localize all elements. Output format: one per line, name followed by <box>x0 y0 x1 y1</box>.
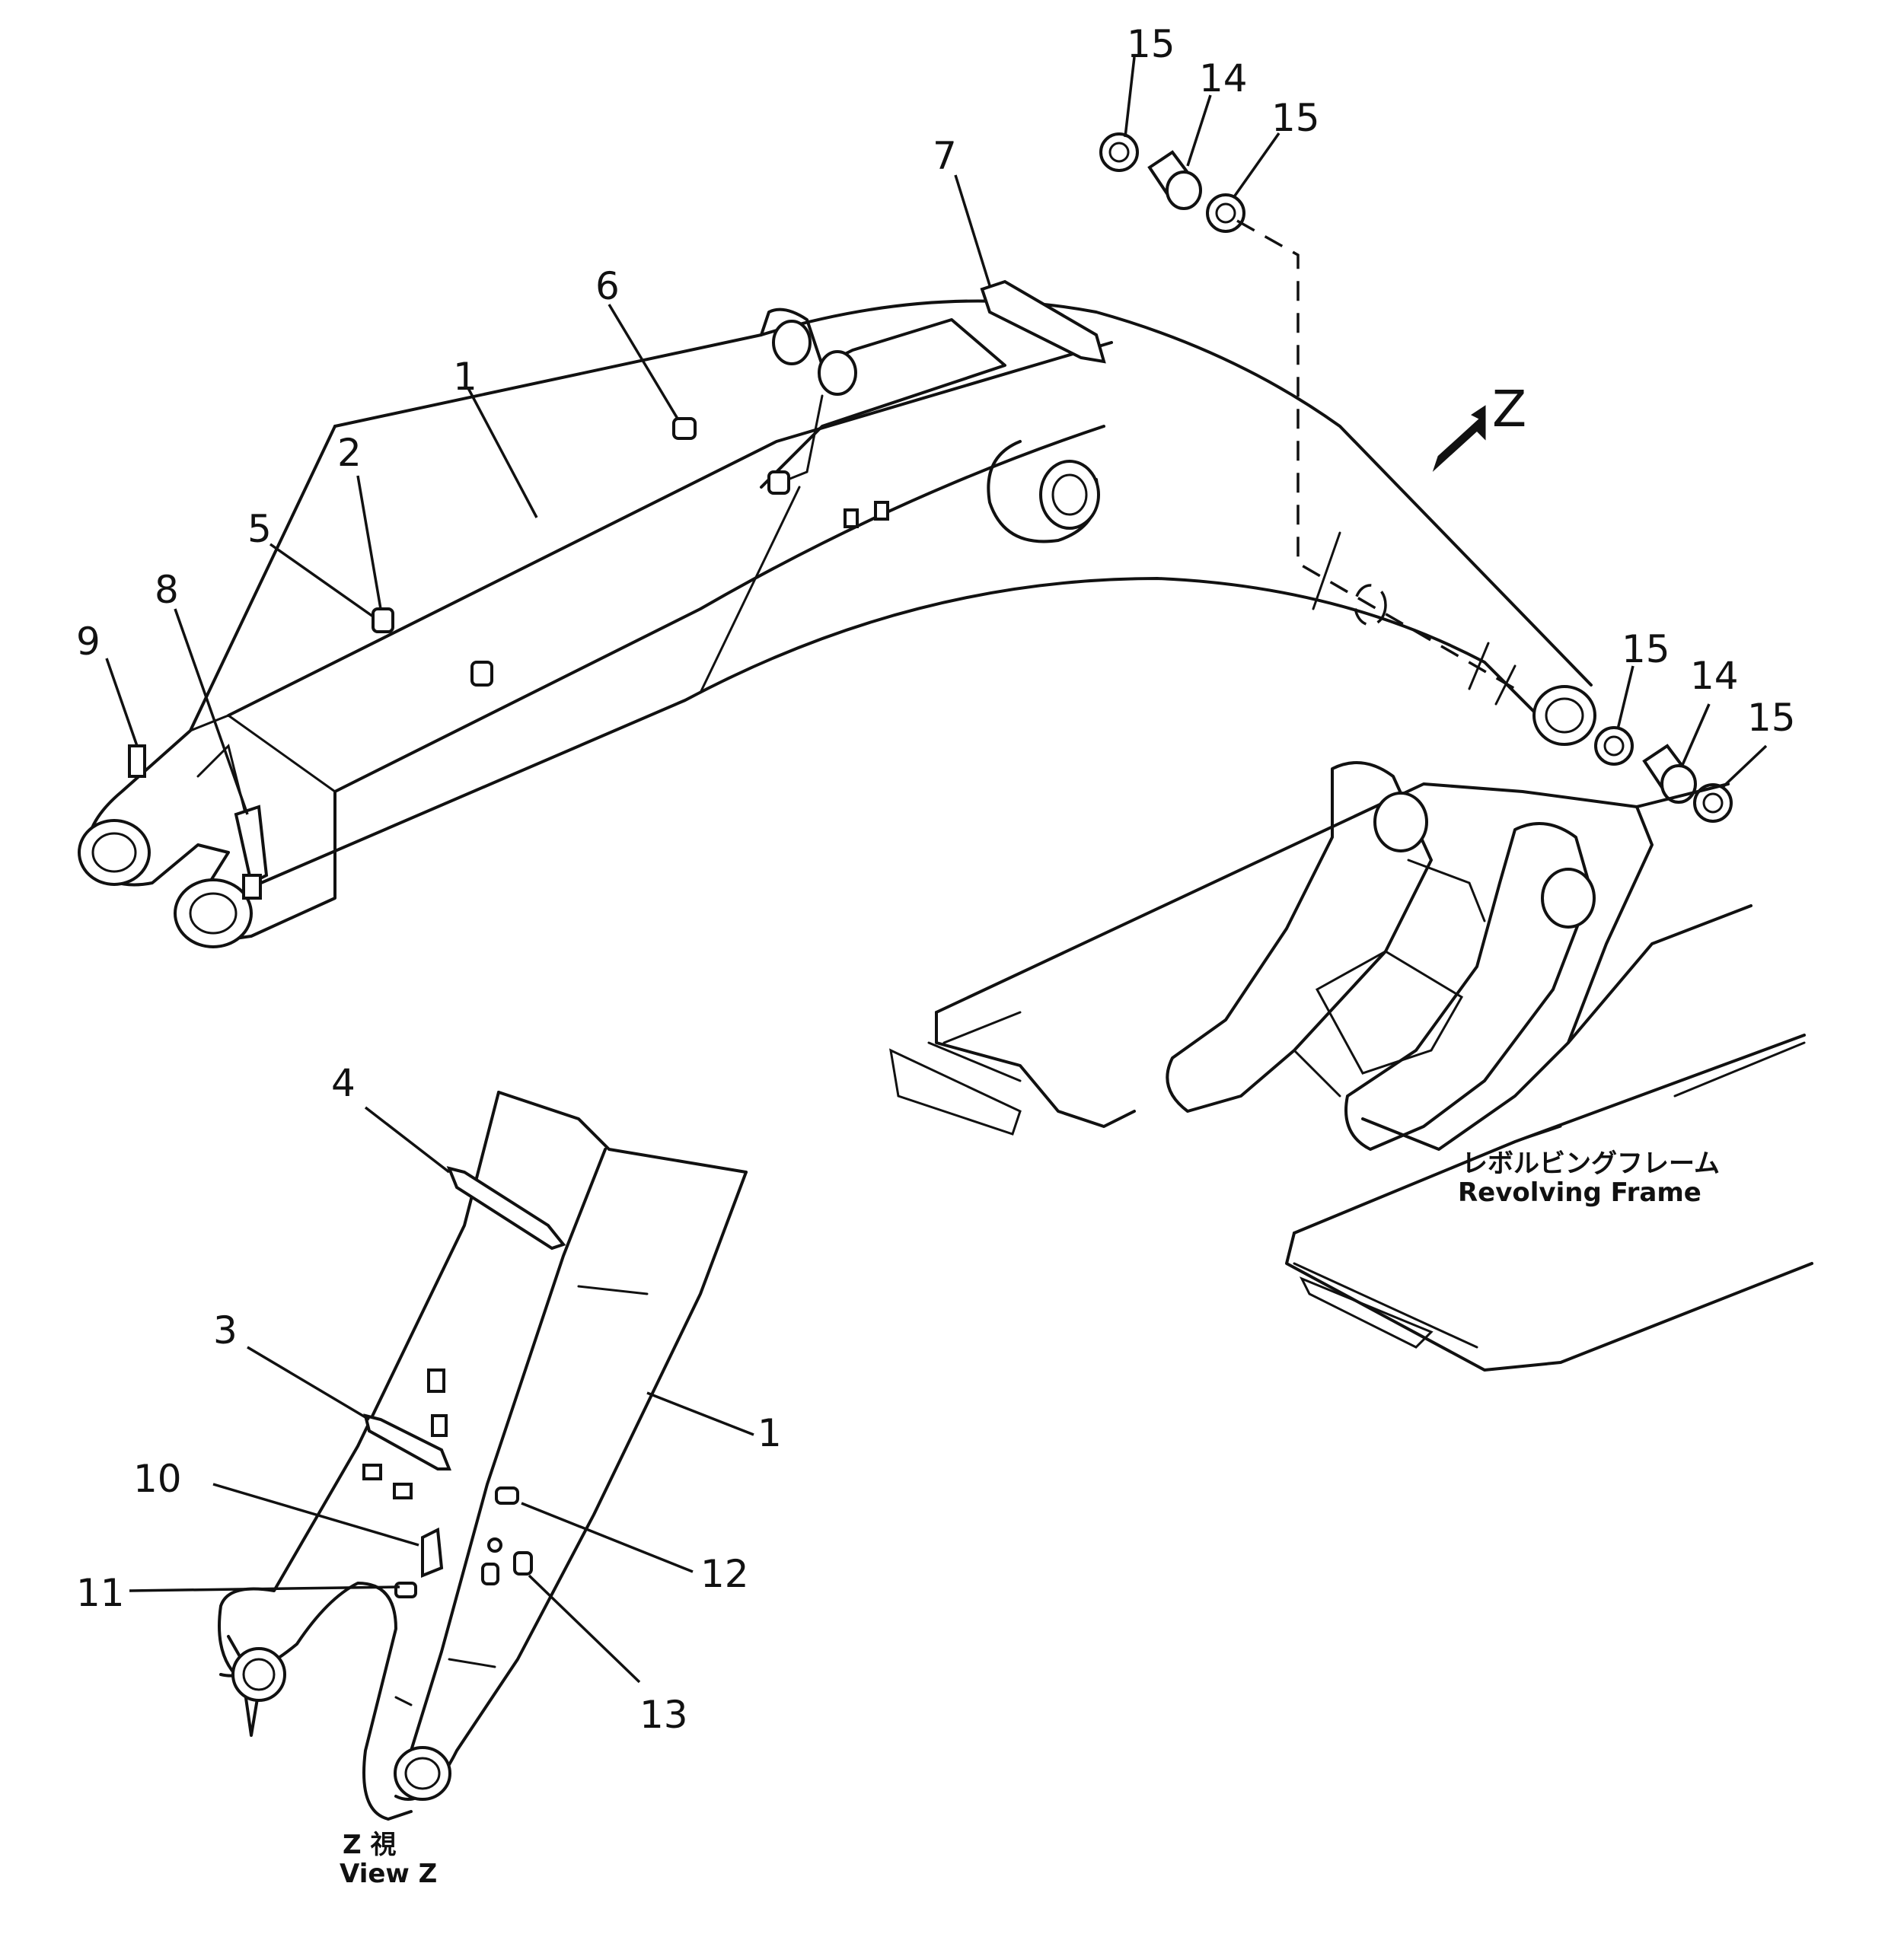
callout-13: 13 <box>639 1693 688 1737</box>
callout-14-bottom: 14 <box>1690 654 1739 698</box>
callout-5: 5 <box>247 507 272 551</box>
callout-11: 11 <box>76 1571 125 1615</box>
callout-15-top-right: 15 <box>1271 96 1320 140</box>
callout-numbers: 1 2 5 6 7 8 9 15 14 15 15 14 15 4 3 1 10… <box>76 22 1796 1737</box>
callout-7: 7 <box>933 134 957 178</box>
boom-main <box>78 279 1596 948</box>
callout-15-bottom-right: 15 <box>1747 696 1796 740</box>
leader-lines <box>105 56 1768 1684</box>
callout-10: 10 <box>133 1457 182 1501</box>
revolving-frame: レボルビングフレーム Revolving Frame <box>889 761 1813 1372</box>
view-z-caption-en: View Z <box>340 1859 437 1889</box>
bushing-set-top <box>1099 132 1245 233</box>
callout-1: 1 <box>453 355 477 399</box>
callout-9: 9 <box>76 620 100 664</box>
callout-6: 6 <box>595 264 620 308</box>
callout-15-bottom-left: 15 <box>1622 627 1670 671</box>
callout-8: 8 <box>155 568 179 612</box>
callout-14-top: 14 <box>1199 56 1248 100</box>
view-z-arrow: Z <box>1432 380 1526 472</box>
callout-3: 3 <box>213 1308 238 1353</box>
assembly-line <box>1236 219 1516 690</box>
callout-1-view-z: 1 <box>757 1411 782 1455</box>
view-z-detail: Z 視 View Z <box>218 1091 748 1889</box>
frame-label-jp: レボルビングフレーム <box>1462 1149 1720 1179</box>
callout-15-top-left: 15 <box>1127 22 1175 66</box>
frame-label-en: Revolving Frame <box>1458 1177 1701 1208</box>
callout-4: 4 <box>331 1061 356 1105</box>
bushing-set-bottom <box>1594 726 1733 823</box>
callout-2: 2 <box>337 431 362 475</box>
view-z-caption-jp: Z 視 <box>343 1830 397 1860</box>
view-z-marker: Z <box>1492 380 1526 438</box>
callout-12: 12 <box>700 1552 749 1596</box>
